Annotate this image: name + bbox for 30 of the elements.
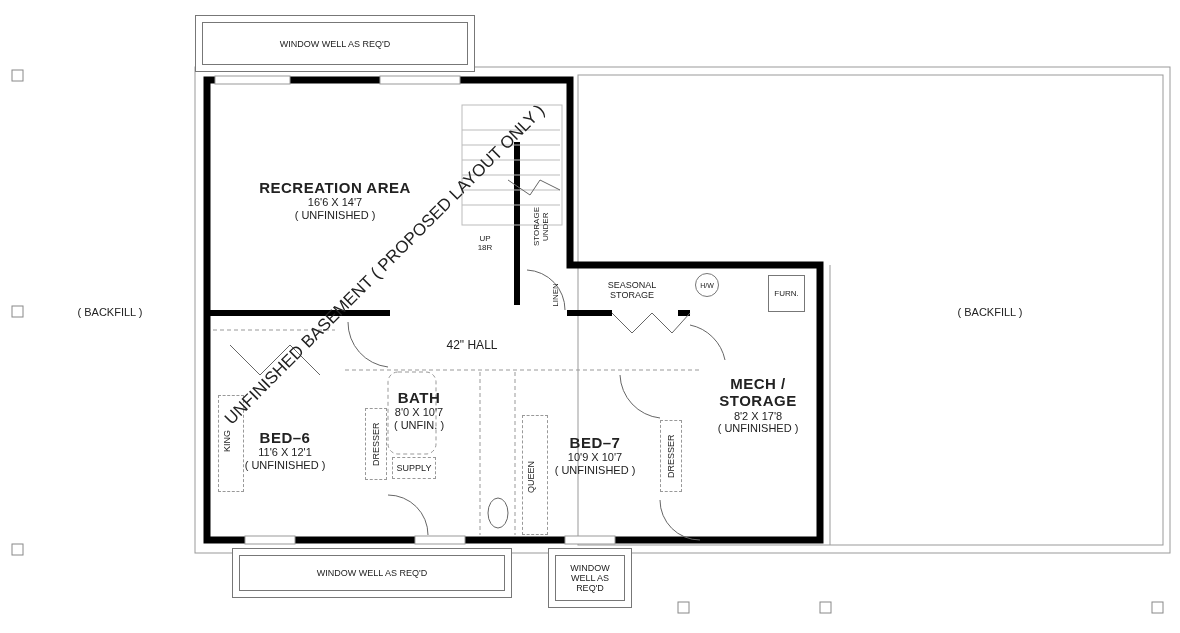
room-dimensions: 8'0 X 10'7 xyxy=(394,406,444,419)
room-note: ( UNFINISHED ) xyxy=(244,458,326,472)
room-note: ( UNFINISHED ) xyxy=(294,208,376,222)
hall-label: 42" HALL xyxy=(446,338,498,352)
bed-outline: QUEEN xyxy=(522,415,548,535)
room-note: ( UNFINISHED ) xyxy=(717,422,799,435)
dresser-outline: DRESSER xyxy=(365,408,387,480)
room-dimensions: 11'6 X 12'1 xyxy=(258,446,312,459)
room-name: BATH xyxy=(397,388,441,406)
window-well: WINDOW WELL AS REQ'D xyxy=(548,548,632,608)
furnace-outline: FURN. xyxy=(768,275,805,312)
window-well: WINDOW WELL AS REQ'D xyxy=(232,548,512,598)
supply-outline: SUPPLY xyxy=(392,457,436,479)
storage-label: STORAGE UNDER xyxy=(532,207,550,247)
closet-label: LINEN xyxy=(550,283,560,307)
dresser-outline: DRESSER xyxy=(660,420,682,492)
room-dimensions: 16'6 X 14'7 xyxy=(307,196,363,209)
room-name: MECH / STORAGE xyxy=(718,375,798,410)
room-dimensions: 8'2 X 17'8 xyxy=(733,409,783,423)
stair-label: UP 18R xyxy=(476,234,494,252)
room-dimensions: 10'9 X 10'7 xyxy=(567,451,623,464)
room-note: ( UNFIN. ) xyxy=(393,418,445,432)
backfill-label: ( BACKFILL ) xyxy=(77,306,143,318)
room-note: ( UNFINISHED ) xyxy=(554,463,636,477)
room-name: BED–7 xyxy=(569,433,621,451)
room-name: BED–6 xyxy=(259,428,311,446)
backfill-label: ( BACKFILL ) xyxy=(957,306,1023,318)
window-well: WINDOW WELL AS REQ'D xyxy=(195,15,475,72)
room-name: RECREATION AREA xyxy=(259,178,411,196)
room-name: SEASONAL STORAGE xyxy=(606,279,658,301)
